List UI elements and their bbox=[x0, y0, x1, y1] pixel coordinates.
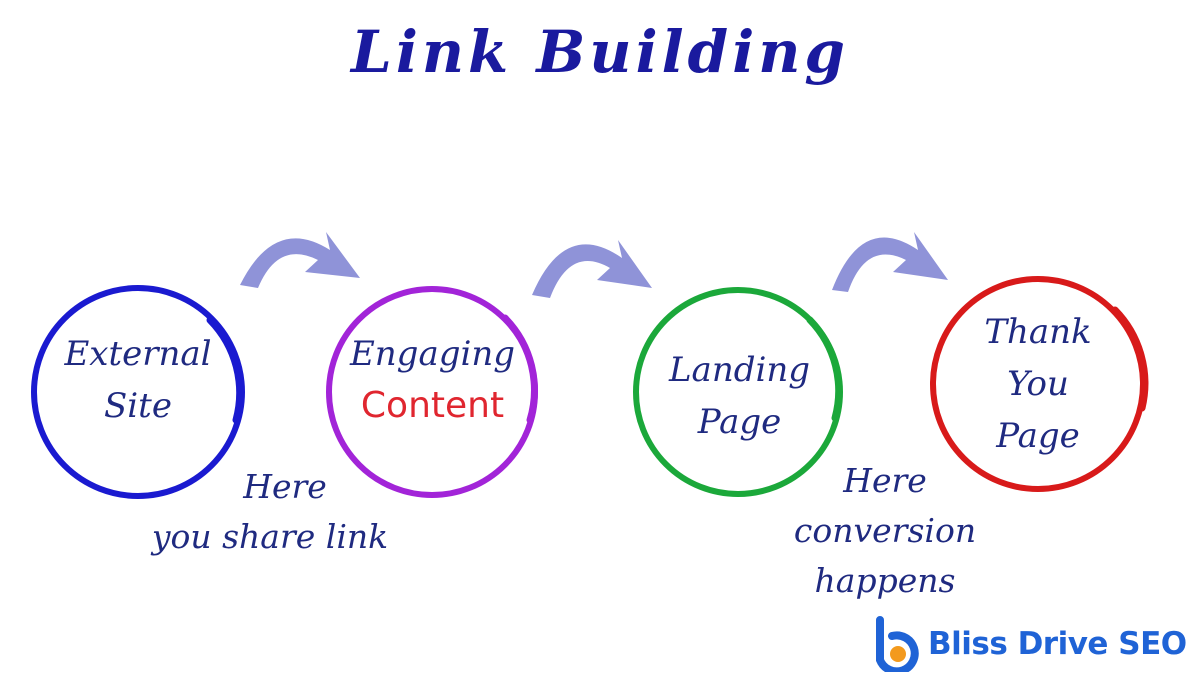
node-content-accent: Content bbox=[360, 385, 505, 426]
node-engaging-content-label: Engaging Content bbox=[330, 328, 535, 432]
brand-name: Bliss Drive SEO bbox=[928, 626, 1187, 662]
note-conversion-line1: Here bbox=[843, 461, 927, 500]
node-external-site-line2: Site bbox=[104, 386, 172, 426]
arrow-1 bbox=[240, 232, 360, 288]
node-landing-line2: Page bbox=[697, 402, 782, 442]
bliss-drive-logo-icon bbox=[876, 616, 919, 672]
node-landing-line1: Landing bbox=[668, 350, 811, 390]
node-thank-line2: You bbox=[1007, 364, 1069, 404]
circle-engaging-content bbox=[326, 286, 538, 498]
brand-logo: Bliss Drive SEO bbox=[870, 614, 1190, 674]
note-share-line1: Here bbox=[243, 467, 327, 506]
node-landing-page-label: Landing Page bbox=[637, 344, 842, 448]
node-external-site-line1: External bbox=[64, 334, 212, 374]
note-conversion-line2: conversion bbox=[793, 511, 977, 550]
arrow-3 bbox=[832, 232, 948, 292]
arrow-2 bbox=[532, 240, 652, 298]
page-title: Link Building bbox=[351, 18, 849, 86]
node-engaging-line1: Engaging bbox=[349, 334, 516, 374]
note-share-link: Here you share link bbox=[120, 462, 420, 562]
circle-landing-page bbox=[633, 287, 843, 497]
node-thank-line3: Page bbox=[996, 416, 1080, 456]
note-conversion: Here conversion happens bbox=[760, 456, 1010, 606]
note-conversion-line3: happens bbox=[814, 561, 956, 600]
node-thank-line1: Thank bbox=[984, 312, 1092, 352]
node-thank-you-page-label: Thank You Page bbox=[938, 306, 1138, 462]
note-share-line2: you share link bbox=[151, 517, 389, 556]
circle-thank-you-page bbox=[930, 276, 1149, 492]
circle-external-site bbox=[31, 285, 245, 499]
node-external-site-label: External Site bbox=[38, 328, 238, 432]
